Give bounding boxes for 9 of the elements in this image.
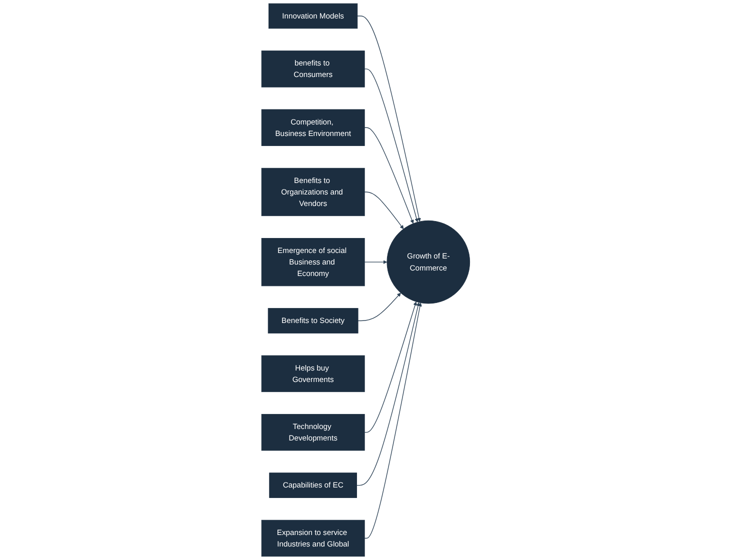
arrow — [356, 302, 420, 486]
arrow — [358, 292, 401, 322]
arrow — [356, 16, 421, 222]
arrow — [364, 302, 422, 539]
arrow — [364, 127, 414, 224]
arrow — [364, 192, 404, 230]
arrow — [364, 68, 418, 222]
arrow — [364, 260, 387, 264]
arrow — [364, 301, 417, 433]
